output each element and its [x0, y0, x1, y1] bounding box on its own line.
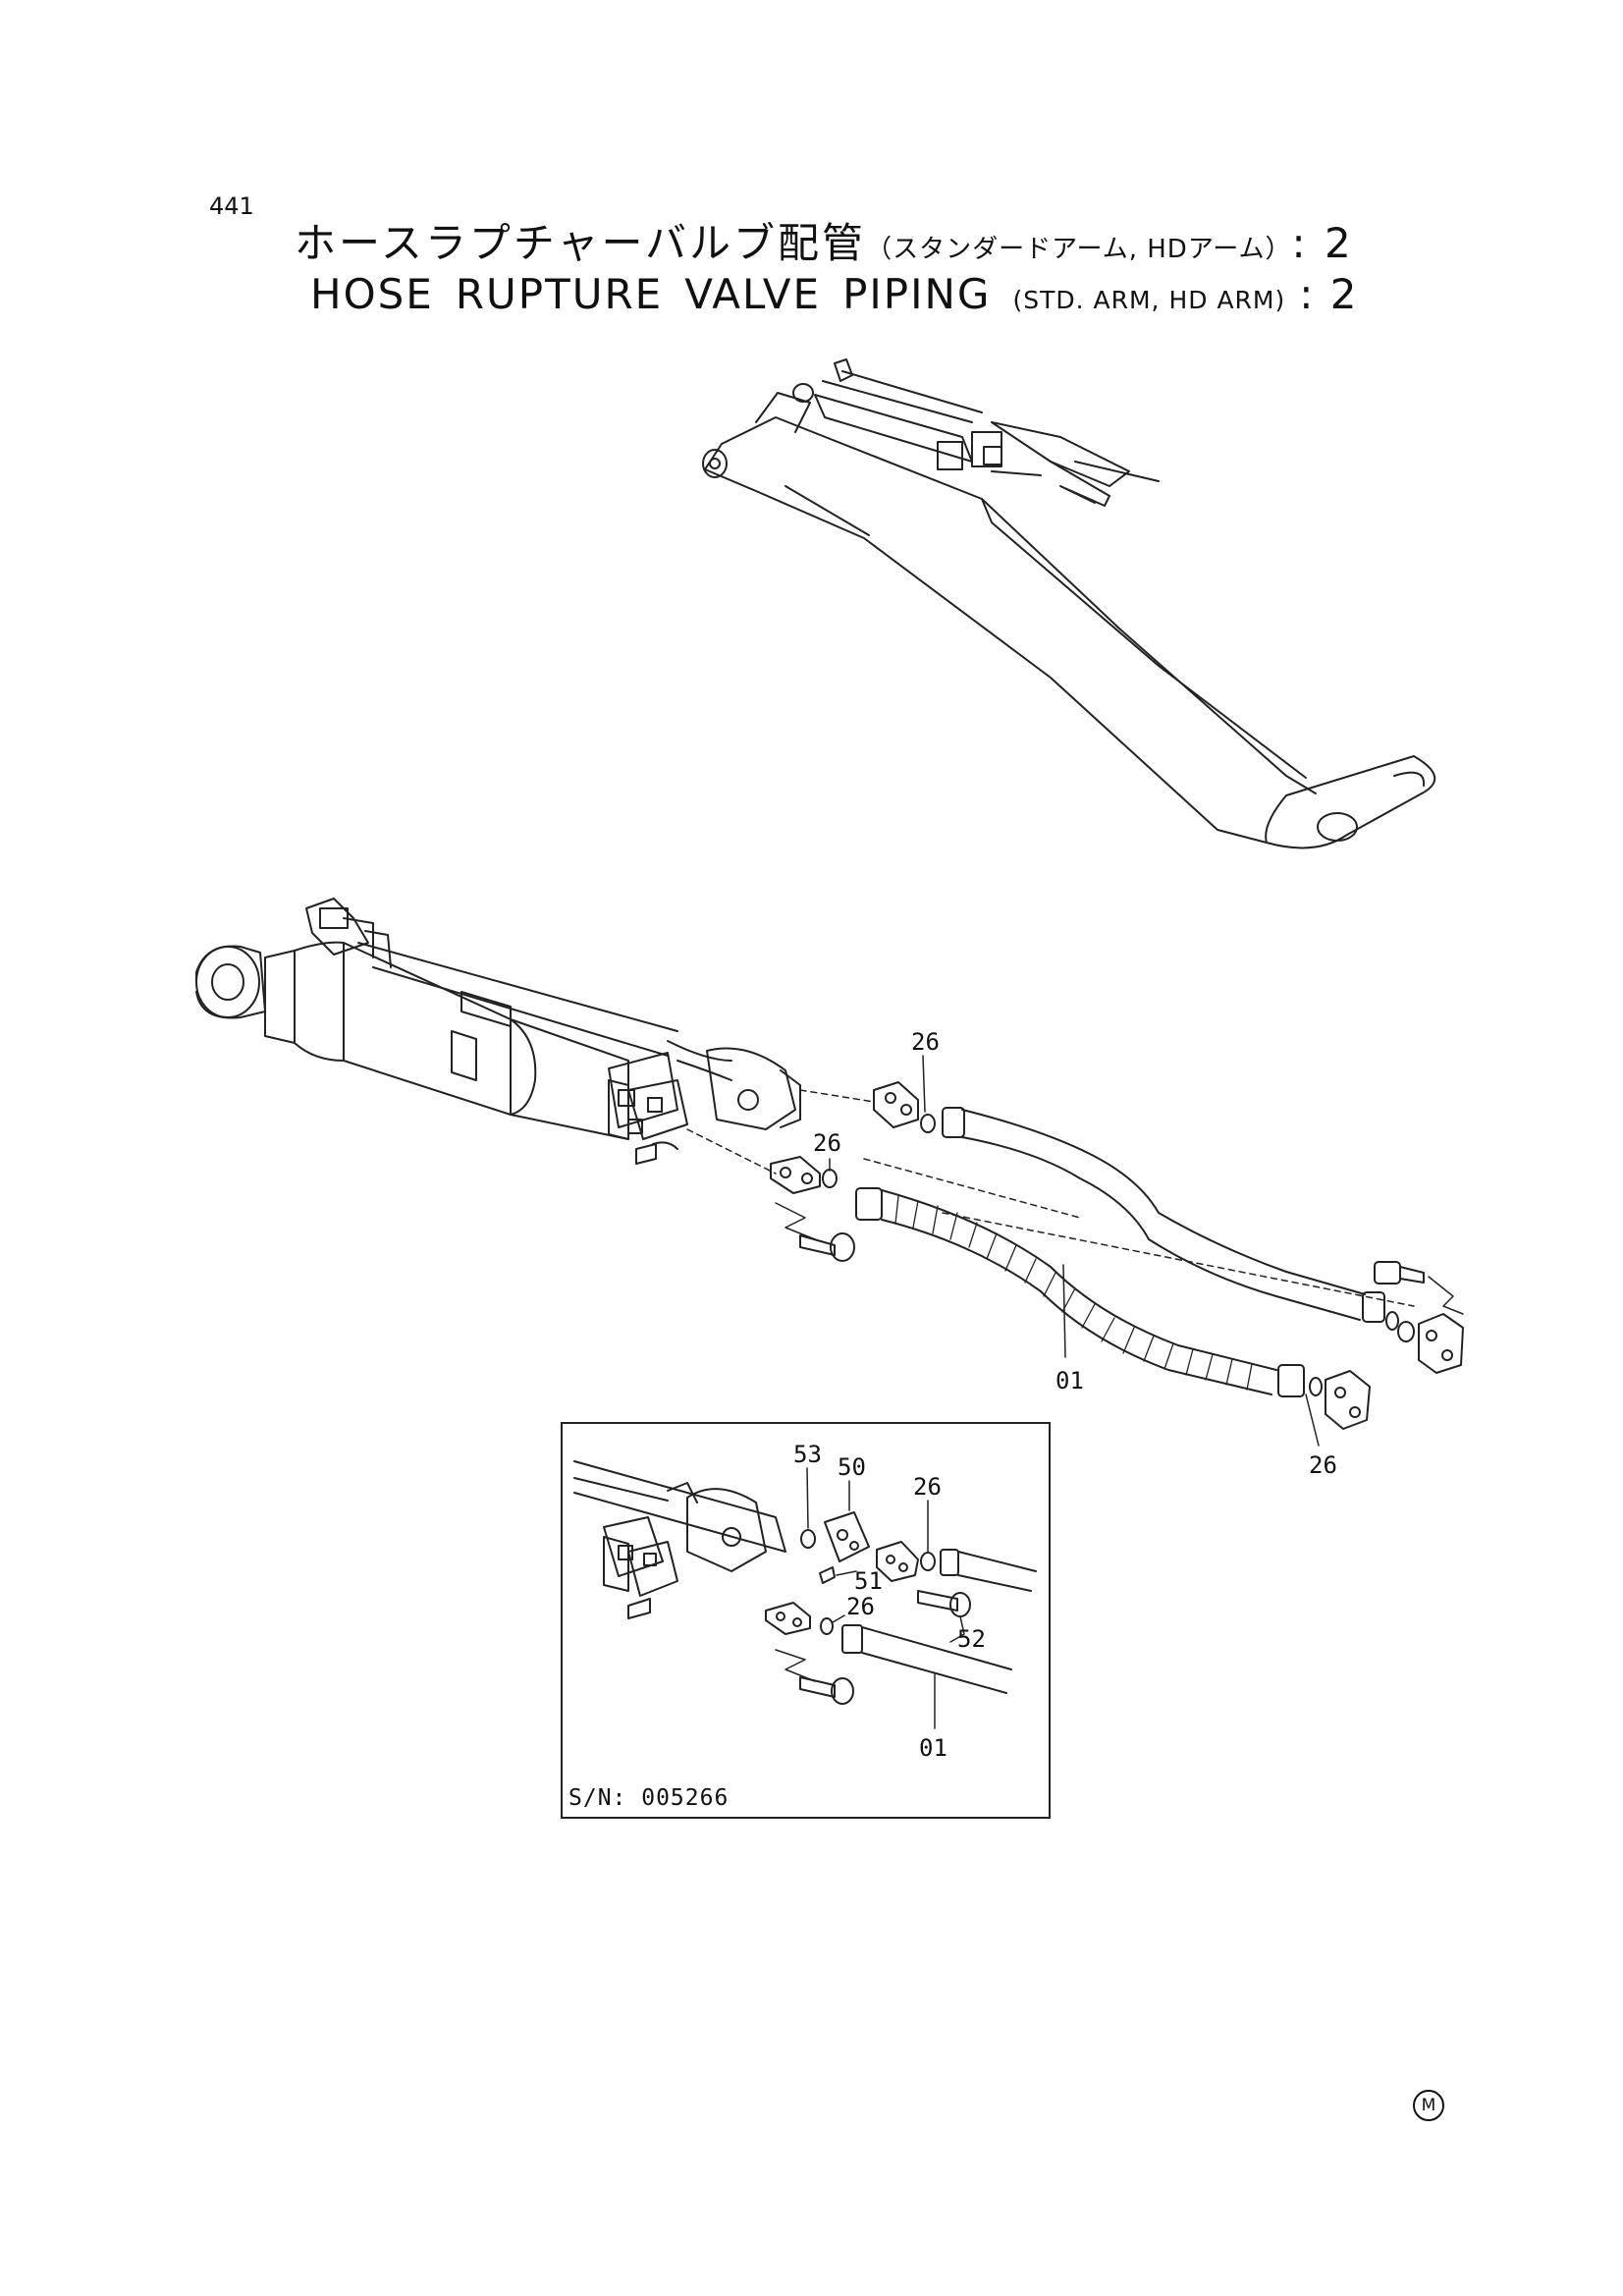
inset-callout-01: 01: [919, 1734, 947, 1762]
inset-detail-frame: [561, 1422, 1051, 1819]
inset-callout-26-mid: 26: [846, 1593, 875, 1620]
title-jp-sub: （スタンダードアーム, HDアーム）: [866, 235, 1292, 264]
main-hose-illustration: [855, 1187, 1323, 1397]
middle-flange-and-bolt: [770, 1156, 855, 1262]
callout-26-middle: 26: [813, 1129, 841, 1157]
footer-circle-mark: M: [1413, 2090, 1444, 2121]
title-japanese: ホースラプチャーバルブ配管（スタンダードアーム, HDアーム）: 2: [295, 210, 1354, 270]
arm-overview-illustration: [702, 358, 1436, 849]
page-number: 441: [209, 192, 254, 220]
callout-leaders: [829, 1055, 1320, 1447]
inset-callout-52: 52: [957, 1625, 986, 1653]
callout-26-lower: 26: [1309, 1451, 1337, 1479]
lower-flange: [1325, 1370, 1371, 1430]
upper-hose-illustration: [942, 1107, 1399, 1331]
leader-lines: [686, 1089, 1415, 1307]
title-en-word-rupture: RUPTURE: [455, 270, 664, 318]
title-jp-suffix: : 2: [1291, 219, 1354, 267]
callout-01-main-hose: 01: [1055, 1367, 1084, 1394]
title-en-suffix: : 2: [1299, 270, 1359, 318]
inset-callout-53: 53: [793, 1441, 822, 1468]
boom-cylinder-illustration: [195, 898, 801, 1165]
inset-leaders: [806, 1467, 965, 1729]
upper-flange-and-o-ring: [873, 1081, 936, 1133]
inset-illustration: [573, 1460, 1037, 1705]
title-en-sub: (STD. ARM, HD ARM): [1012, 286, 1286, 314]
inset-callout-51: 51: [854, 1567, 883, 1595]
inset-callout-50: 50: [838, 1453, 866, 1481]
title-en-word-piping: PIPING: [842, 270, 992, 318]
callout-26-upper: 26: [911, 1028, 940, 1056]
inset-callout-26-top: 26: [913, 1473, 942, 1501]
serial-number: S/N: 005266: [568, 1785, 730, 1811]
title-jp-main: ホースラプチャーバルブ配管: [295, 219, 867, 267]
title-english: HOSE RUPTURE VALVE PIPING (STD. ARM, HD ARM)…: [310, 270, 1358, 318]
title-en-word-valve: VALVE: [684, 270, 822, 318]
right-flange-and-bolt: [1374, 1261, 1464, 1374]
title-en-word-hose: HOSE: [310, 270, 434, 318]
